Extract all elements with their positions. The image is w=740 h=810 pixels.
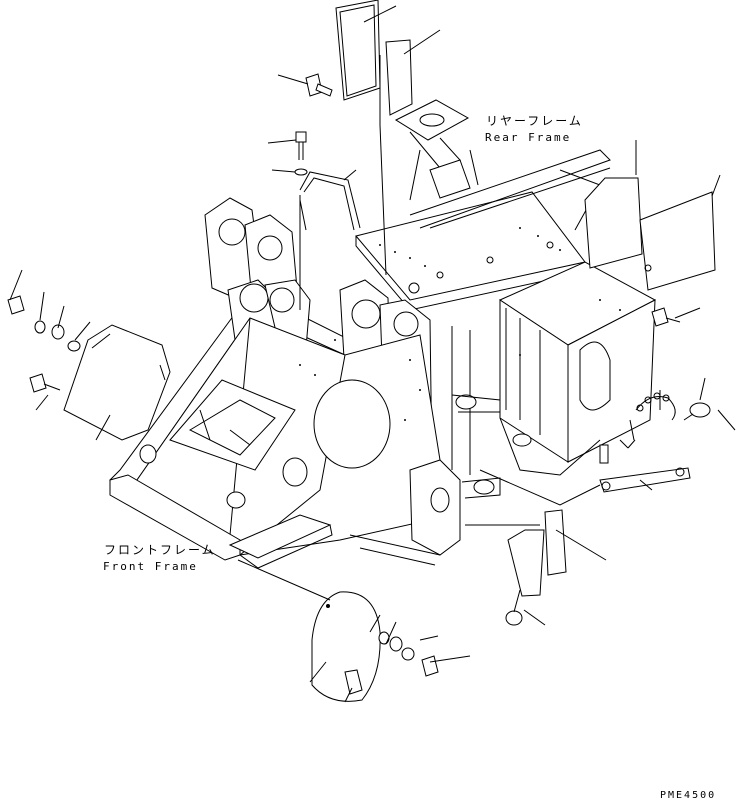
drawing-code: PME4500 xyxy=(660,790,717,801)
bolt-icon xyxy=(294,131,308,176)
bolt-icon xyxy=(305,73,333,97)
bolt-icon xyxy=(505,589,523,626)
bolt-icon xyxy=(7,295,81,352)
access-cover-plate xyxy=(63,324,171,441)
round-cover-plate xyxy=(311,591,381,702)
rear-frame-assembly xyxy=(355,149,657,506)
bolt-icon xyxy=(344,669,363,695)
bolt-icon xyxy=(29,373,61,393)
bolt-icon xyxy=(651,307,681,327)
side-panel-lower xyxy=(639,191,716,291)
safety-lock-bar xyxy=(599,439,691,493)
side-panel-upper xyxy=(584,177,643,269)
bolt-icon xyxy=(378,631,439,677)
top-insulator-plate xyxy=(385,39,413,116)
u-bolt-clamp xyxy=(299,171,361,231)
front-frame-label-jp: フロントフレーム xyxy=(104,543,216,557)
front-frame-label-en: Front Frame xyxy=(103,560,198,573)
top-cover-plate xyxy=(335,0,381,101)
rear-frame-label-en: Rear Frame xyxy=(485,131,572,144)
rear-frame-label-jp: リヤーフレーム xyxy=(486,114,583,128)
mounting-bracket xyxy=(394,99,479,201)
guard-plate-pair xyxy=(507,509,567,597)
chain-with-pin xyxy=(629,392,711,441)
leader-lines xyxy=(9,5,736,703)
front-frame-assembly xyxy=(109,197,461,569)
